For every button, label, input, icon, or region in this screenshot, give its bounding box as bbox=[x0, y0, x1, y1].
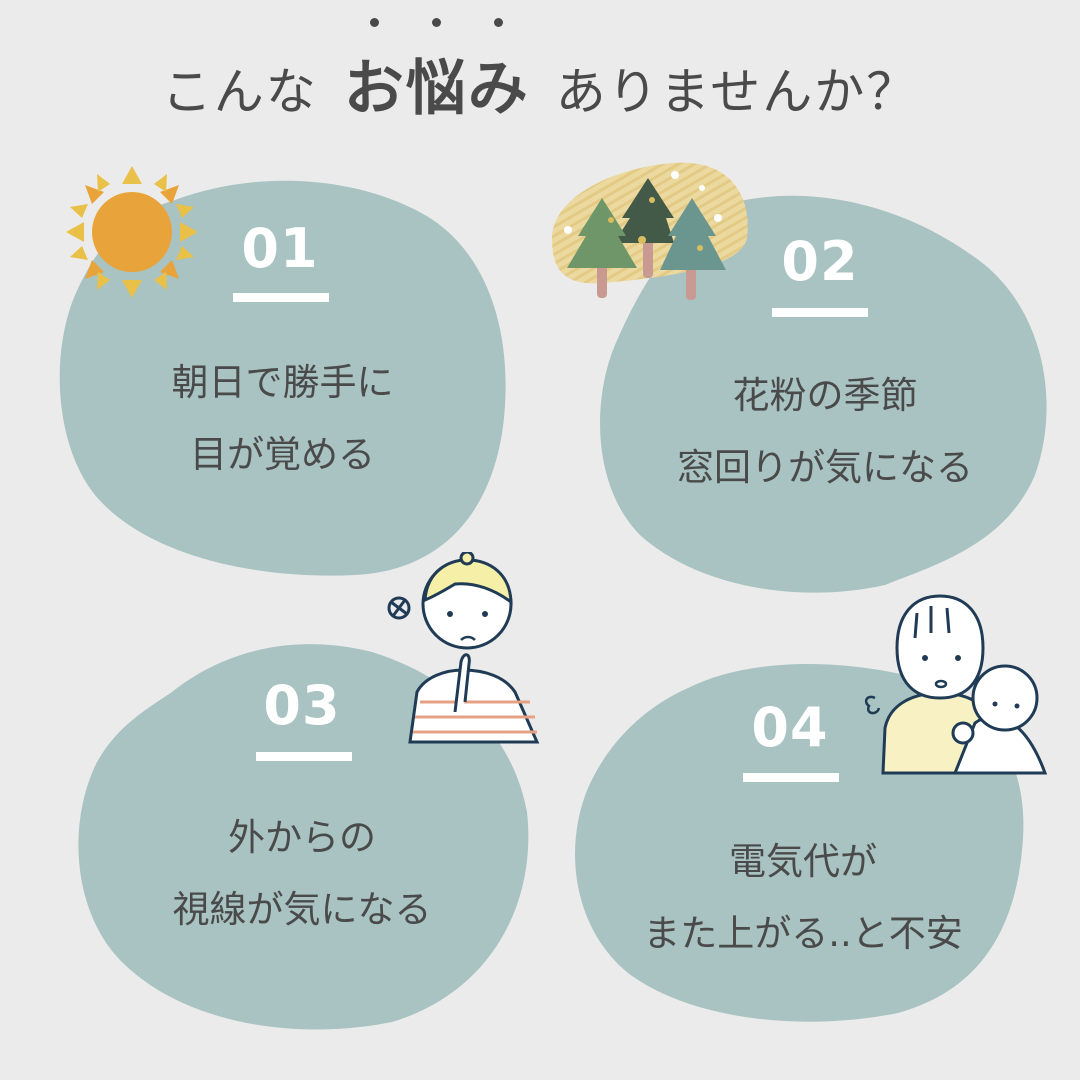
card-number: 04 bbox=[751, 696, 829, 759]
number-underline bbox=[233, 293, 329, 302]
page-title: こんなお悩みありませんか？ bbox=[0, 18, 1080, 127]
card-text: 朝日で勝手に目が覚める bbox=[171, 361, 394, 476]
mother-baby-icon bbox=[845, 588, 1055, 782]
title-emphasis: お悩み bbox=[344, 18, 530, 127]
concern-card-02: 02 花粉の季節窓回りが気になる bbox=[595, 195, 1055, 595]
emphasis-dots bbox=[344, 18, 530, 27]
sun-icon bbox=[62, 162, 202, 306]
concern-card-01: 01 朝日で勝手に目が覚める bbox=[55, 175, 510, 580]
title-prefix: こんな bbox=[161, 63, 318, 121]
number-underline bbox=[743, 773, 839, 782]
card-number: 02 bbox=[781, 230, 859, 293]
number-underline bbox=[256, 752, 352, 761]
card-number: 03 bbox=[263, 674, 341, 737]
number-underline bbox=[772, 308, 868, 317]
card-text: 外からの視線が気になる bbox=[172, 816, 432, 931]
title-suffix: ありませんか？ bbox=[555, 63, 919, 121]
card-number: 01 bbox=[241, 217, 319, 280]
card-text: 電気代がまた上がる..と不安 bbox=[643, 840, 963, 955]
worried-woman-icon bbox=[375, 550, 545, 751]
trees-icon bbox=[542, 158, 762, 307]
card-text: 花粉の季節窓回りが気になる bbox=[677, 374, 973, 489]
